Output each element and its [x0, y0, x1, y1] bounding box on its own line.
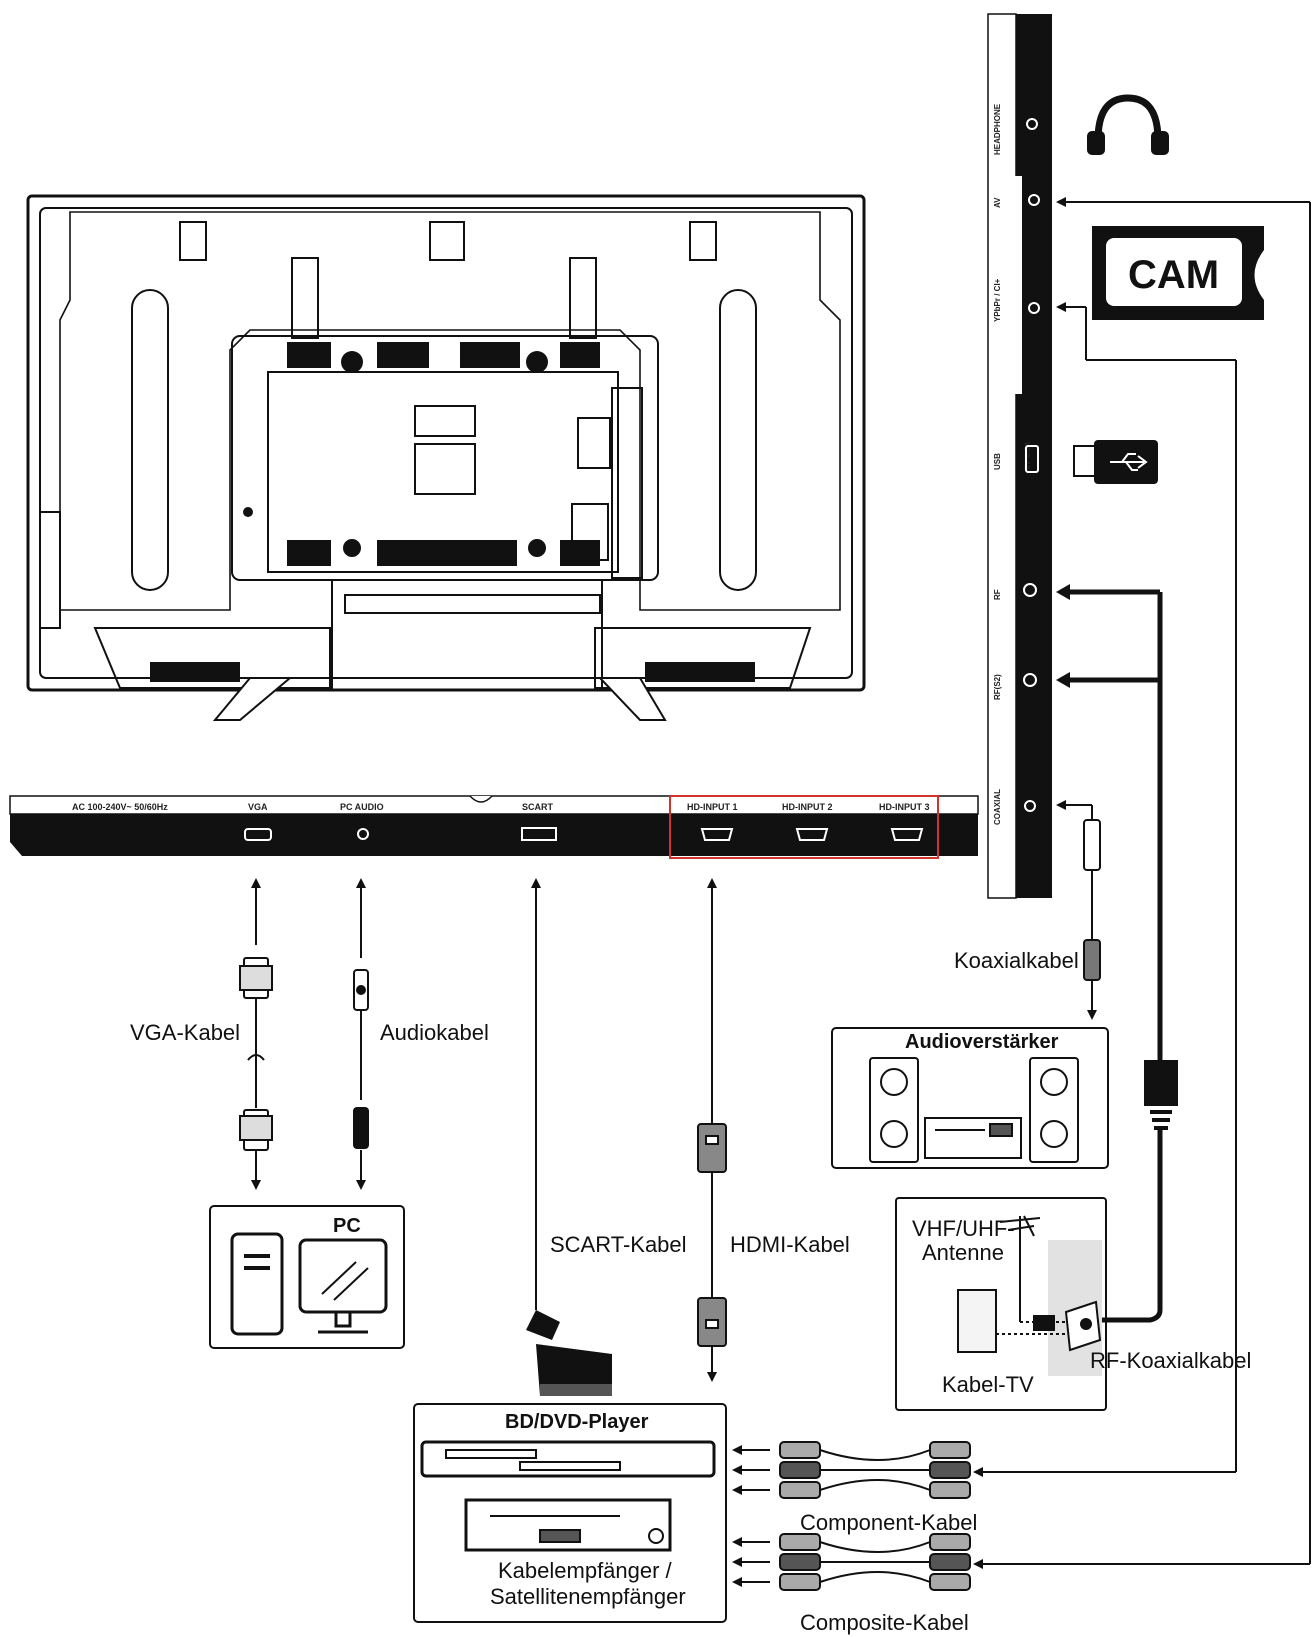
amplifier-label: Audioverstärker — [905, 1031, 1059, 1053]
side-port-sockets — [1023, 118, 1040, 812]
side-label-rf-s2: RF(S2) — [993, 674, 1002, 700]
side-label-usb: USB — [993, 453, 1002, 470]
side-label-av: AV — [993, 197, 1002, 208]
headphone-icon — [1087, 94, 1169, 155]
composite-cable-icon — [779, 1533, 971, 1591]
scart-plug-icon — [526, 1310, 612, 1396]
cable-tv-label: Kabel-TV — [942, 1372, 1034, 1397]
pc-label: PC — [333, 1215, 361, 1237]
hdmi-3-port-icon — [890, 828, 924, 841]
side-port-labels: HEADPHONE AV YPbPr / CI+ USB 5V 0.5A RF … — [993, 103, 1032, 825]
scart-port-icon — [521, 827, 557, 841]
tv-rear-view — [26, 194, 866, 721]
audio-connector-icons — [353, 969, 369, 1149]
side-label-rf: RF — [993, 589, 1002, 600]
antenna-label-line1: VHF/UHF- — [912, 1216, 1015, 1241]
hdmi-1-port-icon — [700, 828, 734, 841]
component-cable-label: Component-Kabel — [800, 1510, 977, 1535]
hdmi-ports-highlight — [669, 795, 939, 859]
rf-arrowheads — [1056, 584, 1070, 688]
cam-label: CAM — [1128, 253, 1219, 297]
pc-device-box — [209, 1205, 405, 1349]
port-label-hd-input-1: HD-INPUT 1 — [687, 802, 738, 812]
pc-audio-port-icon — [357, 828, 369, 840]
hdmi-connector-icons — [697, 1123, 727, 1347]
rf-coax-cable-label: RF-Koaxialkabel — [1090, 1348, 1251, 1373]
coax-connector-icons — [1083, 819, 1101, 981]
scart-cable-label: SCART-Kabel — [550, 1232, 687, 1257]
component-cable-icon — [779, 1441, 971, 1499]
side-port-panel — [987, 13, 1052, 899]
side-label-usb-rating: 5V 0.5A — [1023, 441, 1032, 470]
rf-plug-icon — [1144, 1060, 1178, 1130]
tv-rear-black-blocks — [150, 342, 755, 682]
player-device-box — [413, 1403, 727, 1623]
receiver-label-line2: Satellitenempfänger — [490, 1584, 686, 1609]
vga-connector-icons — [239, 957, 273, 1151]
receiver-label-line1: Kabelempfänger / — [498, 1558, 673, 1583]
antenna-label-line2: Antenne — [922, 1240, 1004, 1265]
rf-coax-lines — [1066, 589, 1163, 1323]
usb-stick-icon — [1073, 440, 1158, 484]
amplifier-device-box — [831, 1027, 1109, 1169]
antenna-device-box — [895, 1197, 1107, 1411]
side-label-headphone: HEADPHONE — [993, 103, 1002, 155]
port-label-hd-input-2: HD-INPUT 2 — [782, 802, 833, 812]
bottom-port-panel — [9, 795, 979, 859]
coax-cable-label: Koaxialkabel — [954, 948, 1079, 973]
port-label-scart: SCART — [522, 802, 554, 812]
connection-lines — [251, 197, 1311, 1587]
port-label-ac: AC 100-240V~ 50/60Hz — [72, 802, 168, 812]
cam-module-icon: CAM — [1092, 226, 1264, 320]
vga-cable-label: VGA-Kabel — [130, 1020, 240, 1045]
hdmi-cable-label: HDMI-Kabel — [730, 1232, 850, 1257]
port-label-vga: VGA — [248, 802, 268, 812]
composite-cable-label: Composite-Kabel — [800, 1610, 969, 1635]
port-label-pc-audio: PC AUDIO — [340, 802, 384, 812]
bottom-port-sockets — [244, 827, 924, 841]
audio-cable-label: Audiokabel — [380, 1020, 489, 1045]
hdmi-2-port-icon — [795, 828, 829, 841]
player-label: BD/DVD-Player — [505, 1411, 649, 1433]
side-label-ypbpr-ci: YPbPr / CI+ — [993, 278, 1002, 322]
port-label-hd-input-3: HD-INPUT 3 — [879, 802, 930, 812]
side-label-coaxial: COAXIAL — [993, 789, 1002, 825]
vga-port-icon — [244, 828, 272, 841]
